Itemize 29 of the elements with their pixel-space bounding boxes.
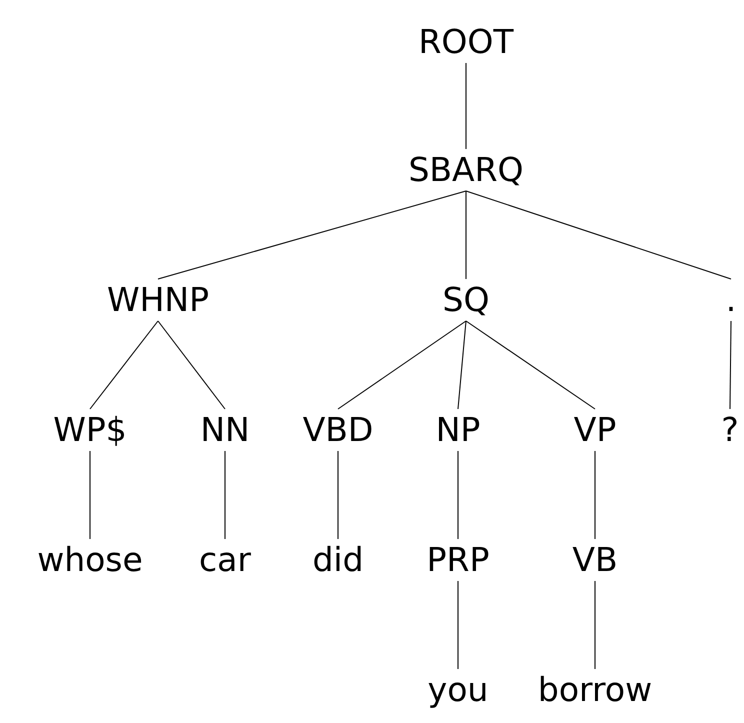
tree-branch	[466, 190, 732, 280]
tree-label: NN	[199, 411, 251, 449]
tree-branch	[158, 190, 466, 280]
tree-branch	[594, 450, 596, 540]
tree-label: NP	[434, 411, 482, 449]
tree-label: PRP	[426, 541, 490, 579]
tree-label: did	[311, 541, 365, 579]
tree-label: VBD	[302, 411, 374, 449]
tree-label: car	[198, 541, 252, 579]
tree-label: borrow	[536, 671, 654, 709]
tree-label: .	[724, 281, 738, 319]
tree-label: WHNP	[106, 281, 210, 319]
tree-label: WP$	[52, 411, 128, 449]
tree-branch	[730, 320, 732, 410]
tree-branch	[338, 320, 466, 410]
tree-branch	[224, 450, 226, 540]
tree-label: you	[426, 671, 490, 709]
tree-label: SQ	[442, 281, 490, 319]
tree-label: ?	[720, 411, 740, 449]
tree-branch	[594, 580, 596, 670]
tree-branch	[158, 320, 226, 410]
tree-label: VP	[572, 411, 618, 449]
tree-label: whose	[36, 541, 144, 579]
tree-label: ROOT	[417, 23, 515, 61]
tree-branch	[466, 320, 596, 410]
tree-label: VB	[571, 541, 619, 579]
tree-branch	[90, 320, 158, 410]
tree-label: SBARQ	[407, 151, 525, 189]
tree-branch	[458, 320, 466, 410]
